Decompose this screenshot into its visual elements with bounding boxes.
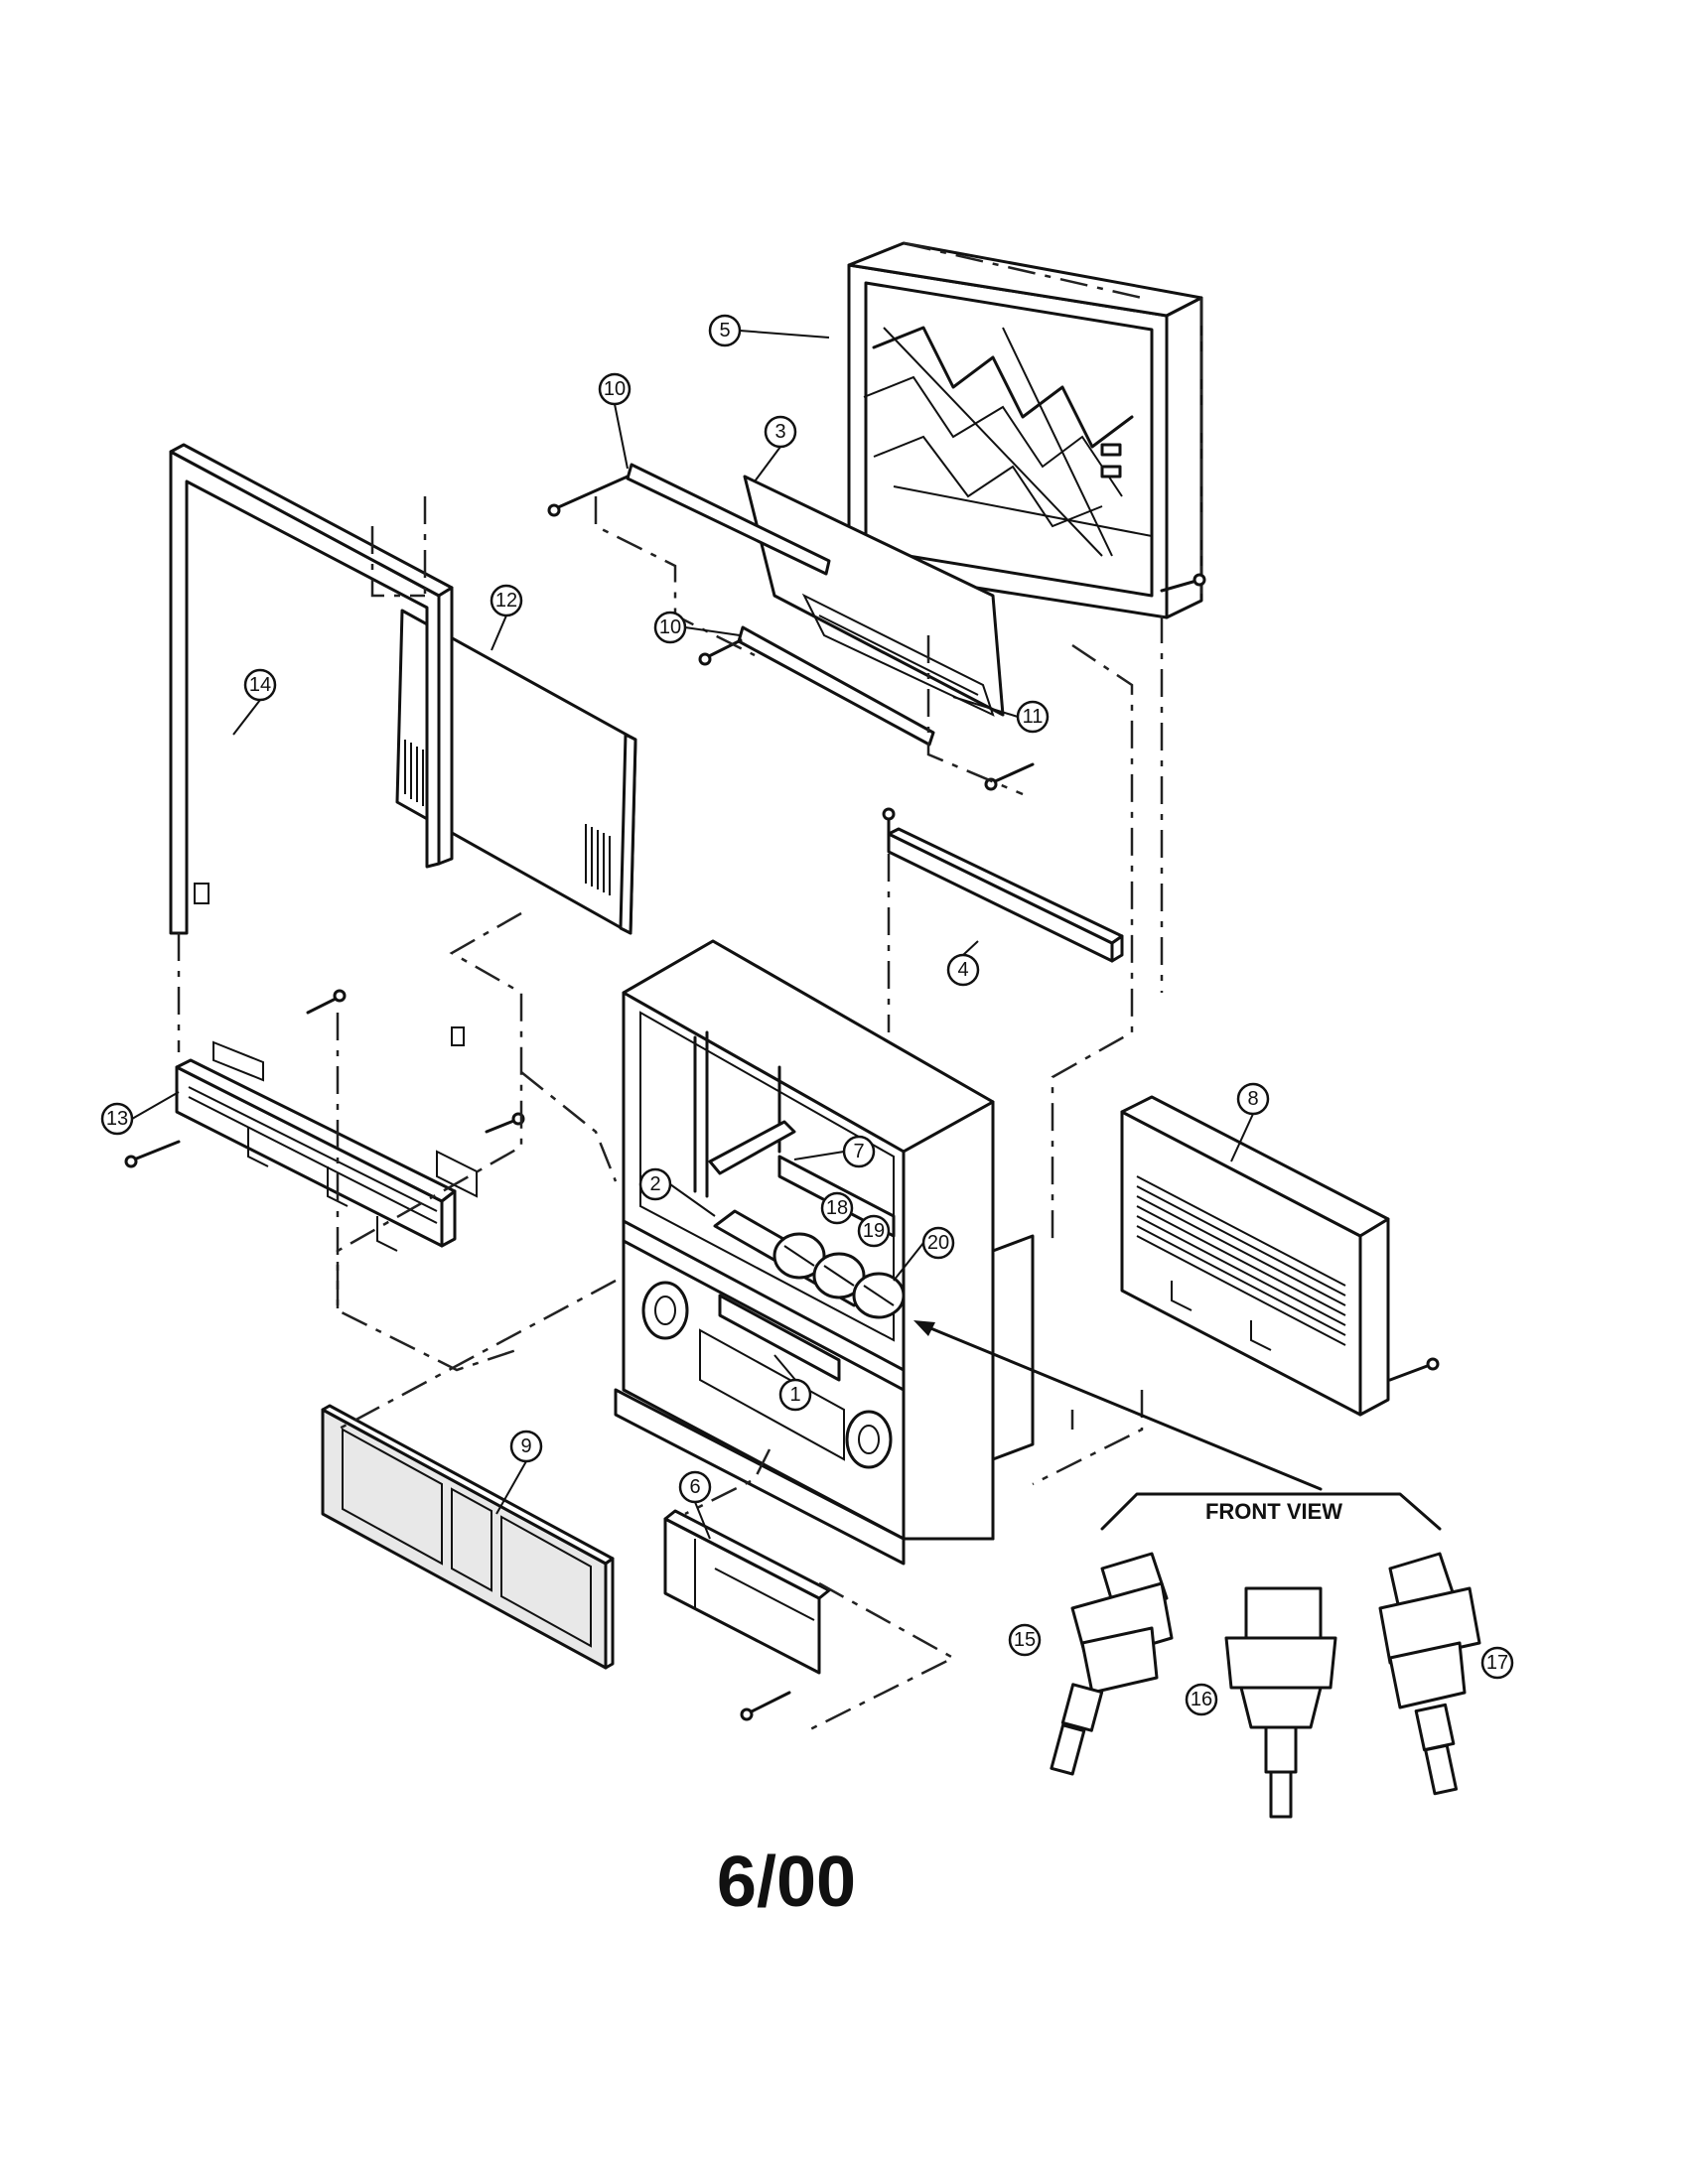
svg-text:2: 2 [649, 1173, 660, 1195]
svg-text:4: 4 [957, 959, 968, 981]
callout-19: 19 [857, 1214, 891, 1248]
callout-2: 2 [638, 1167, 672, 1201]
svg-text:9: 9 [520, 1435, 531, 1457]
svg-text:19: 19 [863, 1220, 885, 1242]
callout-17: 17 [1480, 1646, 1514, 1680]
svg-text:10: 10 [659, 616, 681, 638]
svg-text:10: 10 [604, 378, 626, 400]
callout-leader-lines [131, 330, 1254, 1540]
part-6-cover [663, 1509, 831, 1721]
svg-text:18: 18 [826, 1197, 848, 1219]
callout-11: 11 [1016, 700, 1050, 734]
svg-text:14: 14 [249, 674, 271, 696]
svg-text:7: 7 [853, 1141, 864, 1162]
svg-text:5: 5 [719, 320, 730, 341]
callout-6: 6 [678, 1470, 712, 1504]
callout-3: 3 [764, 415, 797, 449]
svg-text:8: 8 [1247, 1088, 1258, 1110]
part-12-screen [395, 609, 637, 935]
installed-crt-tubes [772, 1232, 906, 1319]
svg-text:13: 13 [106, 1108, 128, 1130]
svg-text:20: 20 [927, 1232, 949, 1254]
callout-4: 4 [946, 953, 980, 987]
callout-16: 16 [1185, 1683, 1218, 1716]
callout-20: 20 [921, 1226, 955, 1260]
callout-1: 1 [778, 1378, 812, 1412]
date-code: 6/00 [717, 1843, 856, 1922]
part-5-mirror-housing [847, 241, 1206, 619]
svg-text:16: 16 [1191, 1689, 1212, 1710]
callout-14: 14 [243, 668, 277, 702]
crt-tube-16 [1224, 1586, 1337, 1819]
svg-text:12: 12 [495, 590, 517, 612]
callout-8: 8 [1236, 1082, 1270, 1116]
part-13-lower-rail [124, 989, 525, 1252]
part-8-rear-cover [1120, 1095, 1440, 1417]
callout-12: 12 [490, 584, 523, 617]
callout-18: 18 [820, 1191, 854, 1225]
svg-text:11: 11 [1023, 706, 1044, 728]
part-9-front-grille [321, 1404, 615, 1670]
callout-10-upper: 10 [598, 372, 632, 406]
svg-text:1: 1 [789, 1384, 800, 1406]
crt-tube-17 [1378, 1552, 1481, 1796]
callout-5: 5 [708, 314, 742, 347]
svg-text:15: 15 [1014, 1629, 1036, 1651]
callout-7: 7 [842, 1135, 876, 1168]
callout-13: 13 [100, 1102, 134, 1136]
svg-text:6: 6 [689, 1476, 700, 1498]
part-4-bracket [882, 807, 1124, 963]
part-3-mirror [743, 475, 1005, 717]
callout-15: 15 [1008, 1623, 1042, 1657]
crt-tube-15 [1050, 1552, 1174, 1776]
assembly-guide-lines [177, 496, 1164, 1734]
front-view-arrow [913, 1320, 1442, 1531]
part-10-upper-bracket [547, 463, 831, 576]
front-view-label: FRONT VIEW [1205, 1499, 1342, 1524]
svg-text:3: 3 [774, 421, 785, 443]
svg-text:17: 17 [1486, 1652, 1508, 1674]
part-14-screen-frame [169, 443, 465, 1046]
callout-9: 9 [509, 1430, 543, 1463]
callout-10-lower: 10 [653, 611, 687, 644]
part-11-screw [984, 762, 1035, 791]
